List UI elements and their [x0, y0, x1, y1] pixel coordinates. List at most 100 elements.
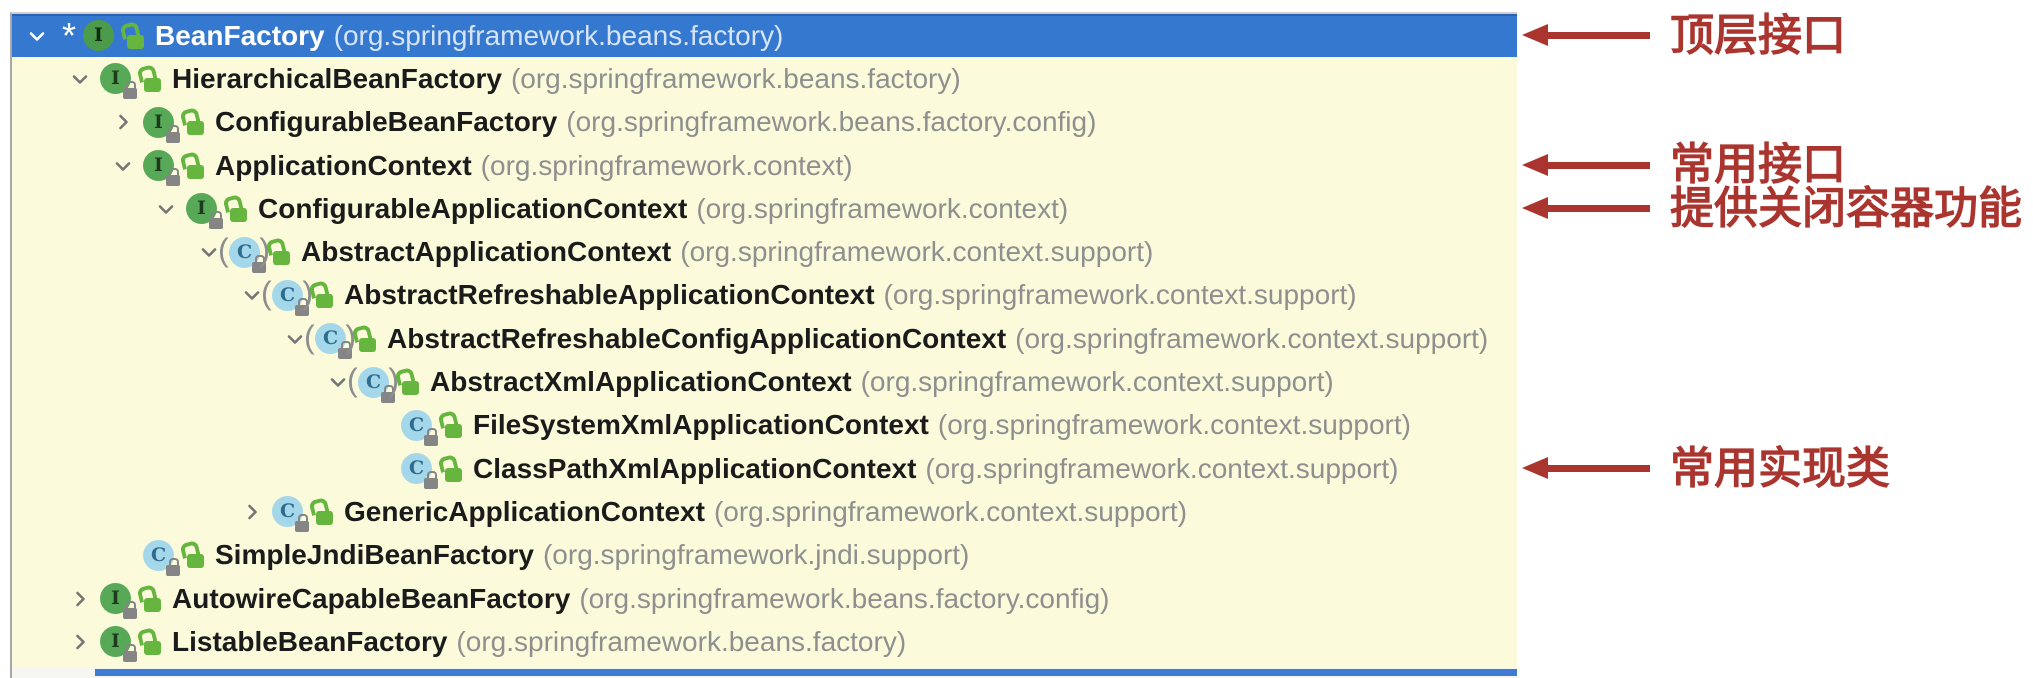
package-name: (org.springframework.context.support) — [713, 495, 1188, 527]
readonly-lock-badge-icon — [166, 557, 180, 576]
class-name: HierarchicalBeanFactory — [172, 62, 502, 94]
readonly-lock-badge-icon — [295, 297, 309, 316]
tree-row[interactable]: I HierarchicalBeanFactory (org.springfra… — [12, 57, 1517, 100]
package-name: (org.springframework.beans.factory.confi… — [566, 106, 1097, 138]
tree-row[interactable]: I ApplicationContext (org.springframewor… — [12, 144, 1517, 187]
base-class-marker: * — [61, 14, 76, 56]
tree-row[interactable]: C ClassPathXmlApplicationContext (org.sp… — [12, 447, 1517, 490]
public-open-lock-icon — [138, 583, 164, 615]
abstract-class-icon: C — [271, 279, 309, 316]
class-icon: C — [142, 539, 180, 576]
annotation: 顶层接口 — [1522, 12, 1846, 60]
tree-row[interactable]: I ConfigurableBeanFactory (org.springfra… — [12, 101, 1517, 144]
readonly-lock-badge-icon — [166, 124, 180, 143]
chevron-down-icon[interactable] — [18, 14, 56, 57]
chevron-down-icon[interactable] — [190, 231, 228, 274]
chevron-down-icon[interactable] — [233, 274, 271, 317]
chevron-down-icon[interactable] — [319, 361, 357, 404]
hierarchy-tree: * I BeanFactory (org.springframework.bea… — [12, 14, 1517, 663]
tree-row[interactable]: C AbstractApplicationContext (org.spring… — [12, 230, 1517, 273]
class-name: ConfigurableApplicationContext — [258, 192, 688, 224]
package-name: (org.springframework.context) — [696, 192, 1069, 224]
tree-row[interactable]: * I BeanFactory (org.springframework.bea… — [12, 14, 1517, 58]
readonly-lock-badge-icon — [123, 601, 137, 619]
package-name: (org.springframework.jndi.support) — [542, 539, 970, 571]
interface-icon: I — [185, 192, 223, 230]
annotation: 常用接口 — [1522, 142, 1846, 190]
chevron-right-icon[interactable] — [61, 577, 99, 620]
chevron-down-icon[interactable] — [61, 57, 99, 100]
interface-icon: I — [142, 149, 180, 187]
package-name: (org.springframework.context.support) — [1015, 322, 1489, 354]
public-open-lock-icon — [181, 150, 207, 182]
package-name: (org.springframework.beans.factory) — [456, 625, 907, 657]
chevron-down-icon[interactable] — [147, 187, 185, 230]
tree-row[interactable]: C AbstractRefreshableConfigApplicationCo… — [12, 317, 1517, 360]
chevron-right-icon[interactable] — [233, 490, 271, 533]
no-chevron-spacer — [104, 534, 142, 577]
chevron-down-icon[interactable] — [104, 144, 142, 187]
chevron-right-icon[interactable] — [104, 101, 142, 144]
class-name: FileSystemXmlApplicationContext — [473, 409, 929, 441]
readonly-lock-badge-icon — [424, 427, 438, 446]
public-open-lock-icon — [396, 366, 422, 398]
chevron-right-icon[interactable] — [61, 620, 99, 663]
public-open-lock-icon — [138, 626, 164, 658]
class-name: GenericApplicationContext — [344, 495, 705, 527]
type-letter: I — [83, 20, 114, 52]
chevron-down-icon[interactable] — [276, 317, 314, 360]
package-name: (org.springframework.context.support) — [860, 366, 1334, 398]
annotation: 常用实现类 — [1522, 445, 1890, 493]
tree-row[interactable]: C SimpleJndiBeanFactory (org.springframe… — [12, 534, 1517, 577]
class-icon: C — [400, 452, 438, 490]
public-open-lock-icon — [310, 496, 336, 528]
tree-row[interactable]: I AutowireCapableBeanFactory (org.spring… — [12, 577, 1517, 620]
readonly-lock-badge-icon — [424, 471, 438, 490]
readonly-lock-badge-icon — [123, 81, 137, 100]
arrow-left-icon — [1522, 153, 1650, 176]
interface-icon: I — [142, 106, 180, 143]
tree-row[interactable]: C AbstractXmlApplicationContext (org.spr… — [12, 360, 1517, 403]
annotation-label: 常用接口 — [1670, 140, 1846, 190]
public-open-lock-icon — [121, 20, 147, 52]
class-name: ApplicationContext — [215, 149, 472, 181]
tree-row[interactable]: C AbstractRefreshableApplicationContext … — [12, 274, 1517, 317]
tree-row[interactable]: C FileSystemXmlApplicationContext (org.s… — [12, 404, 1517, 447]
interface-icon: I — [99, 582, 137, 619]
readonly-lock-badge-icon — [295, 514, 309, 533]
abstract-class-icon: C — [357, 366, 395, 403]
no-chevron-spacer — [362, 404, 400, 447]
interface-icon: I — [82, 19, 115, 52]
class-name: ListableBeanFactory — [172, 625, 448, 657]
type-letter: I — [100, 626, 131, 658]
interface-icon: I — [99, 62, 137, 100]
readonly-lock-badge-icon — [381, 384, 395, 403]
readonly-lock-badge-icon — [166, 168, 180, 187]
class-icon: C — [271, 495, 309, 533]
horizontal-scrollbar[interactable] — [12, 667, 1517, 678]
readonly-lock-badge-icon — [338, 341, 352, 360]
annotation: 提供关闭容器功能 — [1522, 185, 2022, 233]
tree-row[interactable]: I ConfigurableApplicationContext (org.sp… — [12, 187, 1517, 230]
public-open-lock-icon — [267, 236, 293, 268]
annotation-label: 顶层接口 — [1670, 10, 1846, 60]
readonly-lock-badge-icon — [123, 644, 137, 663]
class-name: ConfigurableBeanFactory — [215, 106, 558, 138]
class-name: AbstractXmlApplicationContext — [430, 366, 852, 398]
class-name: AutowireCapableBeanFactory — [172, 582, 571, 614]
package-name: (org.springframework.context) — [480, 149, 853, 181]
arrow-left-icon — [1522, 196, 1650, 219]
scrollbar-thumb[interactable] — [95, 669, 1517, 676]
type-letter: C — [143, 539, 174, 571]
public-open-lock-icon — [224, 193, 250, 225]
type-letter: I — [100, 63, 131, 95]
class-name: AbstractApplicationContext — [301, 236, 672, 268]
abstract-class-icon: C — [314, 322, 352, 360]
public-open-lock-icon — [181, 106, 207, 138]
class-name: ClassPathXmlApplicationContext — [473, 452, 917, 484]
class-name: AbstractRefreshableApplicationContext — [344, 279, 875, 311]
tree-row[interactable]: I ListableBeanFactory (org.springframewo… — [12, 620, 1517, 663]
class-name: SimpleJndiBeanFactory — [215, 539, 534, 571]
tree-row[interactable]: C GenericApplicationContext (org.springf… — [12, 490, 1517, 533]
class-name: AbstractRefreshableConfigApplicationCont… — [387, 322, 1007, 354]
